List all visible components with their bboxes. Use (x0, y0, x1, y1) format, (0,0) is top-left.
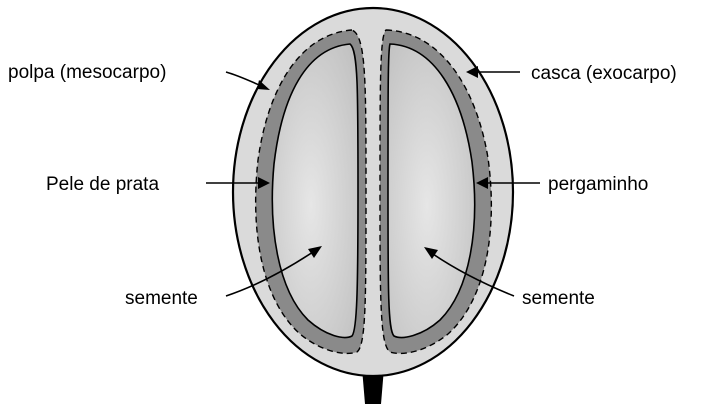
label-seed-right: semente (522, 288, 595, 309)
label-silver-skin: Pele de prata (46, 174, 159, 195)
label-seed-left: semente (125, 288, 198, 309)
label-pulp: polpa (mesocarpo) (8, 62, 166, 83)
label-parchment: pergaminho (548, 174, 648, 195)
label-skin: casca (exocarpo) (531, 63, 677, 84)
